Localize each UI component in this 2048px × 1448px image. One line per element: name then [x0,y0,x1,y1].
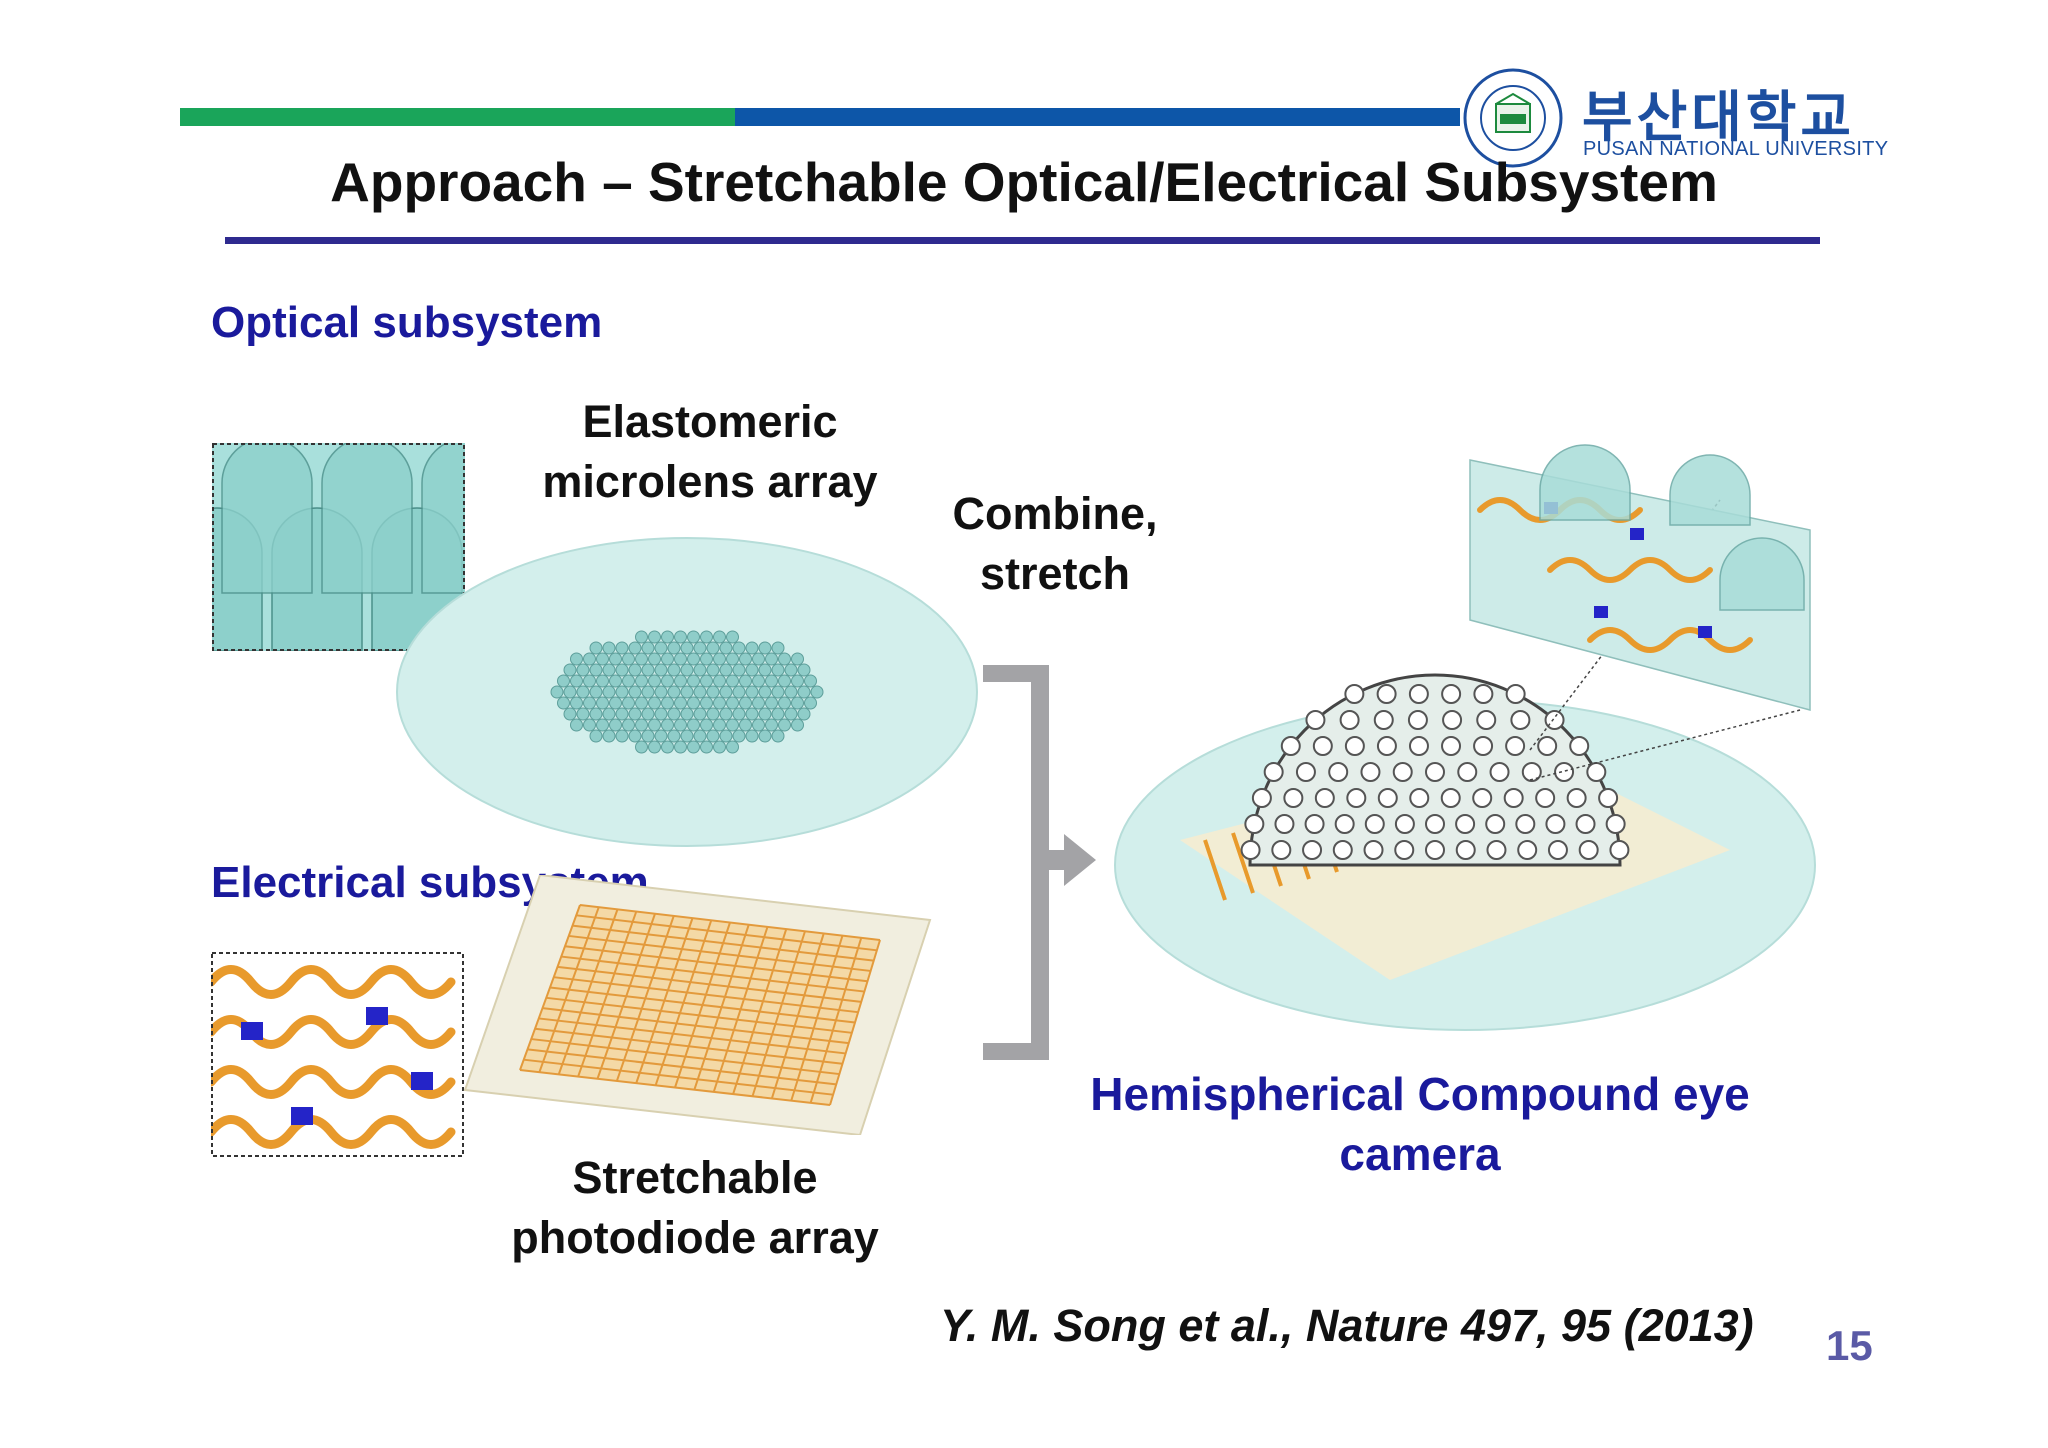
citation: Y. M. Song et al., Nature 497, 95 (2013) [940,1300,1754,1351]
university-seal-icon [1463,68,1563,168]
title-underline [225,237,1820,244]
arrow-right-icon [1044,834,1096,886]
compound-eye-camera-figure [1114,444,1816,1031]
microlens-inset [212,443,465,651]
header-bar-blue [735,108,1460,126]
slide-title: Approach – Stretchable Optical/Electrica… [330,151,1718,213]
university-logo [1458,66,1878,170]
photodiode-inset [211,952,464,1157]
compound-eye-camera-label: Hemispherical Compound eye camera [1090,1068,1750,1180]
header-bar-green [180,108,735,126]
photodiode-array-plate [463,875,932,1135]
page-number: 15 [1826,1322,1873,1369]
university-name-english: PUSAN NATIONAL UNIVERSITY [1583,138,1889,160]
optical-subsystem-heading: Optical subsystem [211,298,603,347]
microlens-array-label: Elastomeric microlens array [542,396,878,507]
microlens-array-disk [396,537,978,847]
combine-stretch-label: Combine, stretch [952,488,1158,599]
photodiode-array-label: Stretchable photodiode array [511,1152,879,1263]
university-name-korean: 부산대학교 [1582,85,1856,149]
